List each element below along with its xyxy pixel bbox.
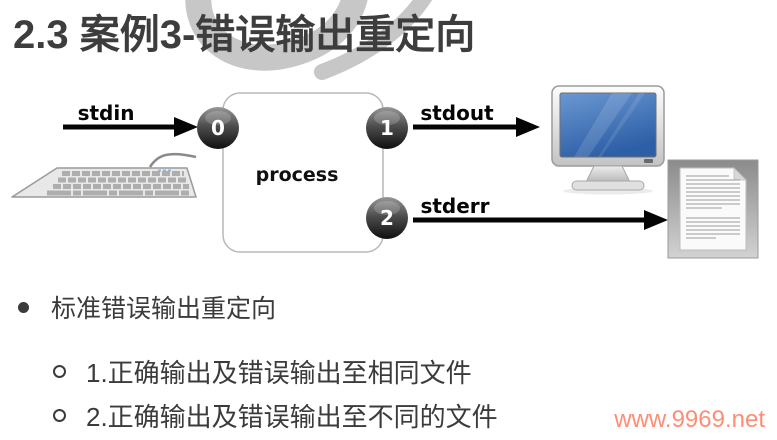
stderr-label: stderr (420, 194, 489, 218)
stderr-flow: stderr (413, 194, 668, 230)
list-item: 1.正确输出及错误输出至相同文件 (53, 353, 472, 390)
list-item: 标准错误输出重定向 (18, 289, 276, 325)
monitor-icon (551, 85, 665, 195)
keyboard-cable (148, 152, 197, 168)
fd1-number: 1 (380, 116, 394, 140)
stdout-arrow-head (516, 117, 540, 137)
keyboard-led (163, 169, 166, 172)
fd-sphere-highlight (205, 111, 231, 125)
monitor-stand-base (571, 180, 645, 191)
fd-sphere (366, 197, 408, 239)
fd-circle-0: 0 (197, 107, 239, 149)
stderr-arrow-head (644, 210, 668, 230)
fd-circle-1: 1 (366, 107, 408, 149)
process-box: process (222, 92, 384, 253)
bullet-circle-icon (53, 409, 66, 422)
document-text-lines (686, 175, 740, 239)
stdin-label: stdin (78, 101, 135, 125)
site-watermark: www.9969.net (614, 406, 765, 433)
bullet-sub-text-2: 2.正确输出及错误输出至不同的文件 (86, 402, 498, 432)
monitor-screen (559, 92, 657, 158)
logo-swoosh-tail (314, 0, 433, 80)
fd0-number: 0 (211, 116, 225, 140)
stdio-diagram: stdin process 0 1 2 stdout (11, 85, 759, 259)
keyboard-icon (11, 152, 197, 198)
bullet-circle-icon (53, 365, 66, 378)
list-item: 2.正确输出及错误输出至不同的文件 (53, 397, 498, 434)
fd-sphere (197, 107, 239, 149)
bullet-dot-icon (18, 301, 29, 313)
process-label: process (256, 164, 339, 186)
fd-sphere-highlight (374, 201, 400, 215)
monitor-screen-reflection (574, 93, 632, 157)
document-icon (667, 159, 759, 259)
document-paper (679, 167, 747, 251)
page-title: 2.3 案例3-错误输出重定向 (13, 13, 476, 57)
bullet-main-text: 标准错误输出重定向 (51, 295, 277, 323)
fd-circle-2: 2 (366, 197, 408, 239)
background-logo-watermark (185, 0, 433, 80)
keyboard-led (168, 169, 171, 172)
process-box-outline (222, 92, 384, 253)
stdout-flow: stdout (413, 101, 540, 137)
bullet-sub-text-1: 1.正确输出及错误输出至相同文件 (86, 358, 472, 388)
monitor-stand-neck (585, 165, 631, 183)
monitor-power-indicator (644, 159, 653, 163)
keyboard-led (158, 169, 161, 172)
stdin-flow: stdin (63, 101, 198, 137)
stdin-arrow-head (174, 117, 198, 137)
stdout-label: stdout (420, 101, 494, 125)
fd-sphere (366, 107, 408, 149)
fd-sphere-highlight (374, 111, 400, 125)
logo-swoosh-arc (185, 0, 368, 71)
fd2-number: 2 (380, 206, 394, 230)
monitor-screen-reflection (598, 93, 645, 157)
